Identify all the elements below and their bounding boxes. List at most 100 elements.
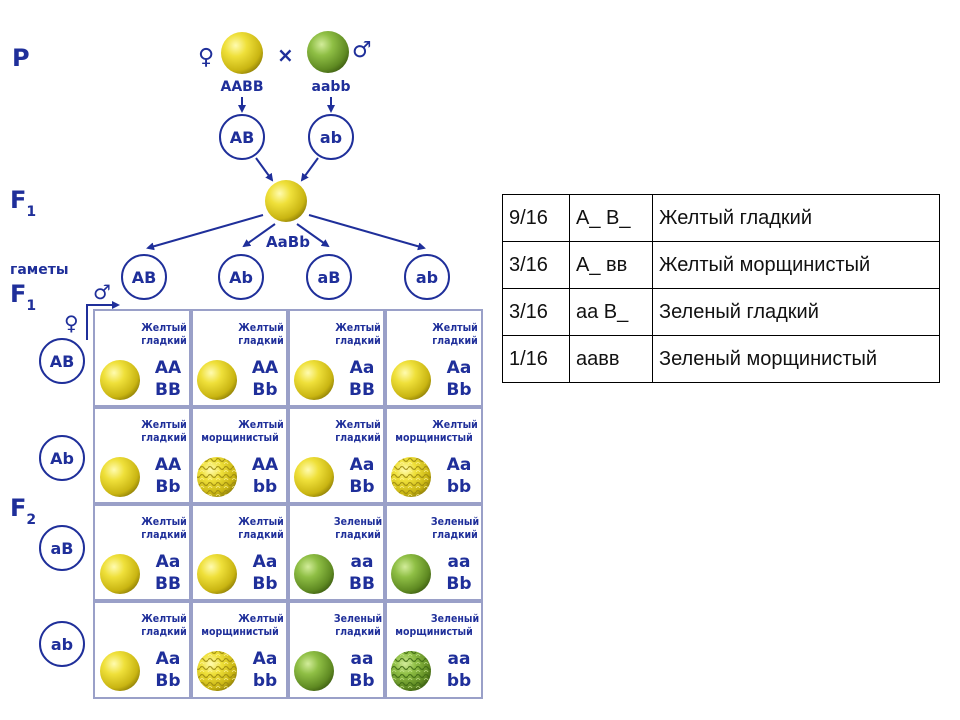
green-smooth-pea-icon: [391, 554, 431, 594]
genotype-b: Bb: [155, 477, 180, 497]
parent-gamete-circle-1: [219, 114, 265, 160]
phenotype-cell: Зеленый морщинистый: [652, 335, 940, 383]
wrinkle-texture: [391, 457, 431, 497]
row-gamete-4: ab: [39, 621, 85, 667]
genotype-a: Aa: [447, 358, 472, 378]
female-icon: ♀: [198, 45, 214, 70]
genotype-a: aa: [448, 649, 471, 669]
wrinkle-texture: [391, 651, 431, 691]
gametes-f-letter: F: [10, 280, 26, 308]
genotype-b: Bb: [446, 380, 471, 400]
grid-female-icon: ♀: [64, 311, 79, 335]
gamete-circle: [121, 254, 167, 300]
grid-male-icon: ♂: [93, 280, 111, 304]
genotype-b: Bb: [252, 380, 277, 400]
phenotype-texture: морщинистый: [201, 432, 278, 444]
genotype-cell: A_ вв: [569, 241, 653, 289]
phenotype-texture: гладкий: [432, 335, 478, 347]
arrow-to-f1-gamete-2: [242, 223, 276, 248]
arrow-to-f1-gamete-4: [308, 214, 426, 251]
f1-gamete-4: ab: [404, 254, 450, 300]
yellow-smooth-pea-icon: [221, 32, 263, 74]
phenotype-texture: морщинистый: [395, 432, 472, 444]
row-gamete-3: aB: [39, 525, 85, 571]
gamete-label: ab: [416, 268, 438, 287]
gamete-circle: [39, 621, 85, 667]
phenotype-color: Желтый: [335, 322, 381, 334]
generation-f1-label: F1: [10, 186, 36, 220]
yellow-smooth-pea-icon: [100, 360, 140, 400]
ratio-cell: 3/16: [502, 288, 570, 336]
genotype-a: Aa: [156, 649, 181, 669]
phenotype-texture: гладкий: [335, 432, 381, 444]
phenotype-color: Желтый: [141, 322, 187, 334]
ratio-cell: 9/16: [502, 194, 570, 242]
cross-icon: ×: [277, 43, 294, 67]
phenotype-color: Зеленый: [431, 613, 479, 625]
genotype-b: bb: [253, 671, 277, 691]
phenotype-texture: гладкий: [432, 529, 478, 541]
parent-female-genotype: AABB: [220, 79, 263, 95]
gamete-circle: [306, 254, 352, 300]
phenotype-color: Желтый: [432, 419, 478, 431]
f1-letter: F: [10, 186, 26, 214]
genotype-cell: аа B_: [569, 288, 653, 336]
f1-genotype: AaBb: [266, 233, 310, 251]
yellow-smooth-pea-icon: [100, 457, 140, 497]
green-smooth-pea-icon: [294, 651, 334, 691]
genotype-a: Aa: [156, 552, 181, 572]
arrow-to-f1-gamete-1: [146, 214, 264, 251]
gamete-circle: [39, 435, 85, 481]
green-smooth-pea-icon: [307, 31, 349, 73]
generation-p-label: P: [12, 44, 30, 72]
f2-subscript: 2: [26, 512, 36, 528]
genotype-a: aa: [351, 649, 374, 669]
phenotype-cell: Зеленый гладкий: [652, 288, 940, 336]
phenotype-cell: Желтый гладкий: [652, 194, 940, 242]
phenotype-color: Зеленый: [334, 516, 382, 528]
genotype-a: AA: [155, 455, 182, 475]
gametes-label: гаметы: [10, 262, 68, 278]
genotype-b: BB: [349, 380, 375, 400]
phenotype-color: Зеленый: [431, 516, 479, 528]
punnett-square: ЖелтыйгладкийAABBЖелтыйгладкийAABbЖелтый…: [93, 309, 483, 699]
phenotype-texture: гладкий: [335, 626, 381, 638]
parent-male-genotype: aabb: [312, 79, 351, 95]
row-gamete-1: AB: [39, 338, 85, 384]
phenotype-texture: гладкий: [141, 432, 187, 444]
arrow-to-f1-right: [300, 157, 319, 182]
f1-subscript: 1: [26, 204, 36, 220]
phenotype-color: Желтый: [432, 322, 478, 334]
ratio-cell: 3/16: [502, 241, 570, 289]
phenotype-color: Желтый: [335, 419, 381, 431]
phenotype-color: Желтый: [238, 419, 284, 431]
gamete-circle: [404, 254, 450, 300]
genotype-b: BB: [155, 574, 181, 594]
yellow-smooth-pea-icon: [294, 457, 334, 497]
genotype-b: bb: [253, 477, 277, 497]
phenotype-texture: гладкий: [335, 335, 381, 347]
gamete-label: Ab: [50, 449, 74, 468]
genotype-b: bb: [447, 671, 471, 691]
f2-letter: F: [10, 494, 26, 522]
f1-gamete-3: aB: [306, 254, 352, 300]
gamete-circle: [218, 254, 264, 300]
ratio-cell: 1/16: [502, 335, 570, 383]
wrinkle-texture: [197, 651, 237, 691]
